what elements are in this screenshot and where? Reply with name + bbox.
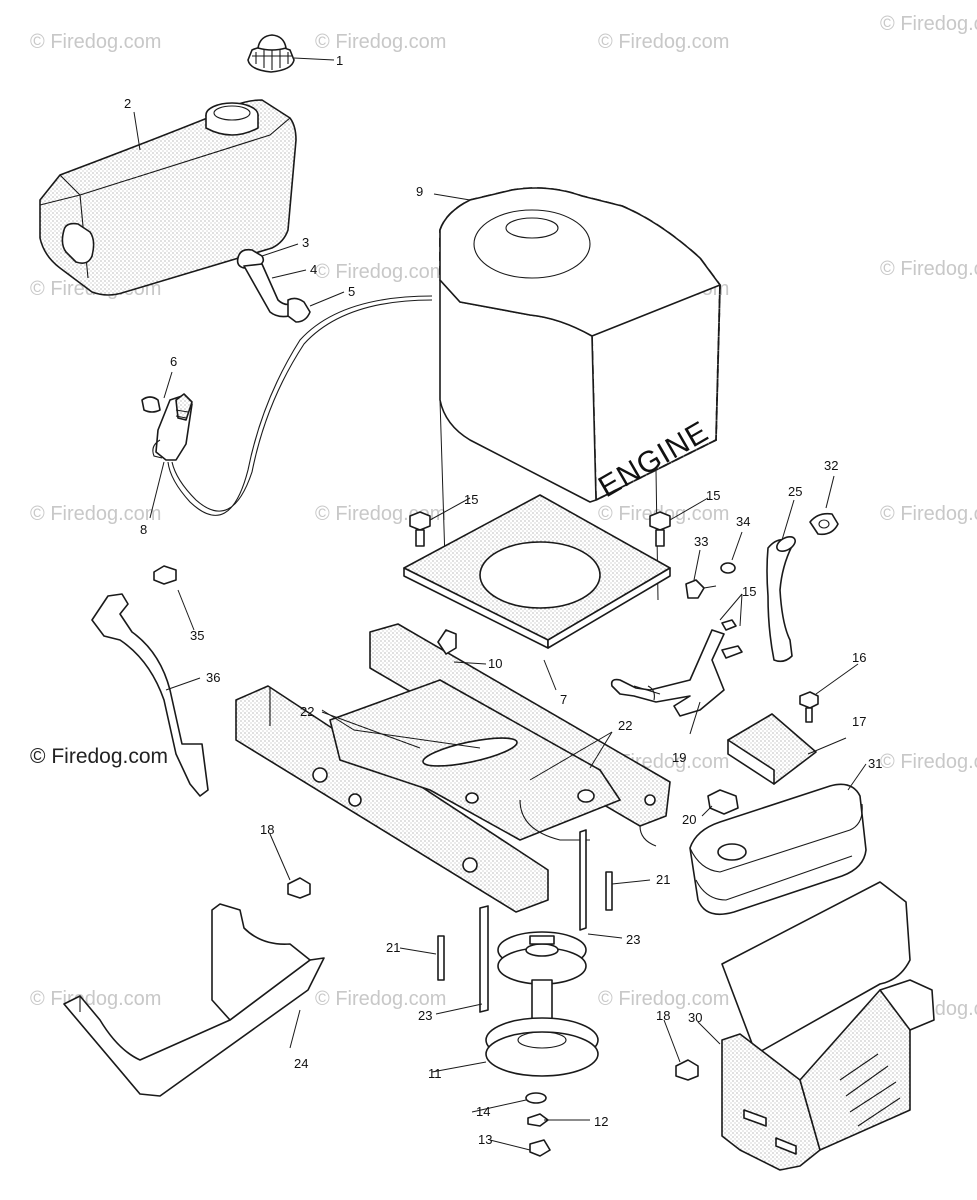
callout-31: 31 (868, 756, 882, 771)
callout-8: 8 (140, 522, 147, 537)
muffler-bracket (610, 629, 725, 717)
callout-14: 14 (476, 1104, 490, 1119)
bolt-18 (287, 877, 699, 1081)
watermark: © Firedog.com (880, 258, 977, 280)
callout-22-left: 22 (300, 704, 314, 719)
callout-19: 19 (672, 750, 686, 765)
callout-23-right: 23 (626, 932, 640, 947)
callout-22-right: 22 (618, 718, 632, 733)
heat-shield (721, 881, 935, 1171)
fuel-cap (247, 34, 295, 73)
callout-32: 32 (824, 458, 838, 473)
callout-13: 13 (478, 1132, 492, 1147)
watermark: © Firedog.com (30, 31, 161, 53)
callout-6: 6 (170, 354, 177, 369)
callout-16: 16 (852, 650, 866, 665)
fuel-tank (39, 99, 297, 296)
callout-3: 3 (302, 235, 309, 250)
callout-24: 24 (294, 1056, 308, 1071)
callout-2: 2 (124, 96, 131, 111)
callout-30: 30 (688, 1010, 702, 1025)
watermark: © Firedog.com (30, 988, 161, 1010)
watermark-dark: © Firedog.com (30, 745, 168, 768)
callout-15-right: 15 (706, 488, 720, 503)
leader-lines (133, 57, 867, 1151)
callout-1: 1 (336, 53, 343, 68)
callout-17: 17 (852, 714, 866, 729)
callout-35: 35 (190, 628, 204, 643)
throttle-control (141, 295, 433, 516)
muffler-plate (727, 713, 817, 785)
callout-25: 25 (788, 484, 802, 499)
callout-15-lower: 15 (742, 584, 756, 599)
callout-11: 11 (428, 1066, 442, 1081)
watermark: © Firedog.com (315, 261, 446, 283)
pulley-assembly (485, 931, 599, 1157)
mounting-rods (437, 829, 613, 1013)
exhaust-pipe (685, 512, 839, 663)
callout-33: 33 (694, 534, 708, 549)
watermark: © Firedog.com (880, 751, 977, 773)
callout-21-right: 21 (656, 872, 670, 887)
watermark: © Firedog.com (598, 988, 729, 1010)
bolt-16 (799, 691, 819, 723)
callout-18-left: 18 (260, 822, 274, 837)
callout-labels: 1 2 3 4 5 6 8 9 15 15 15 32 25 34 33 35 … (124, 53, 882, 1147)
watermark: © Firedog.com (30, 503, 161, 525)
watermark: © Firedog.com (315, 988, 446, 1010)
callout-23-left: 23 (418, 1008, 432, 1023)
chassis-frame (235, 623, 671, 913)
callout-7: 7 (560, 692, 567, 707)
fuel-line-assembly (236, 248, 311, 323)
callout-36: 36 (206, 670, 220, 685)
muffler (689, 783, 867, 916)
bolt-20 (707, 789, 739, 815)
watermark: © Firedog.com (880, 13, 977, 35)
callout-10: 10 (488, 656, 502, 671)
callout-12: 12 (594, 1114, 608, 1129)
side-bracket (91, 565, 209, 797)
callout-20: 20 (682, 812, 696, 827)
watermark: © Firedog.com (315, 31, 446, 53)
callout-9: 9 (416, 184, 423, 199)
callout-5: 5 (348, 284, 355, 299)
front-shield (63, 903, 325, 1097)
engine-mount-plate (403, 494, 671, 649)
callout-21-left: 21 (386, 940, 400, 955)
watermark: © Firedog.com (880, 503, 977, 525)
watermark: © Firedog.com (598, 31, 729, 53)
mounting-bolts (409, 511, 743, 659)
callout-4: 4 (310, 262, 317, 277)
callout-34: 34 (736, 514, 750, 529)
callout-15-left: 15 (464, 492, 478, 507)
watermark: © Firedog.com (598, 503, 729, 525)
engine-label: ENGINE (593, 415, 714, 504)
callout-18-right: 18 (656, 1008, 670, 1023)
